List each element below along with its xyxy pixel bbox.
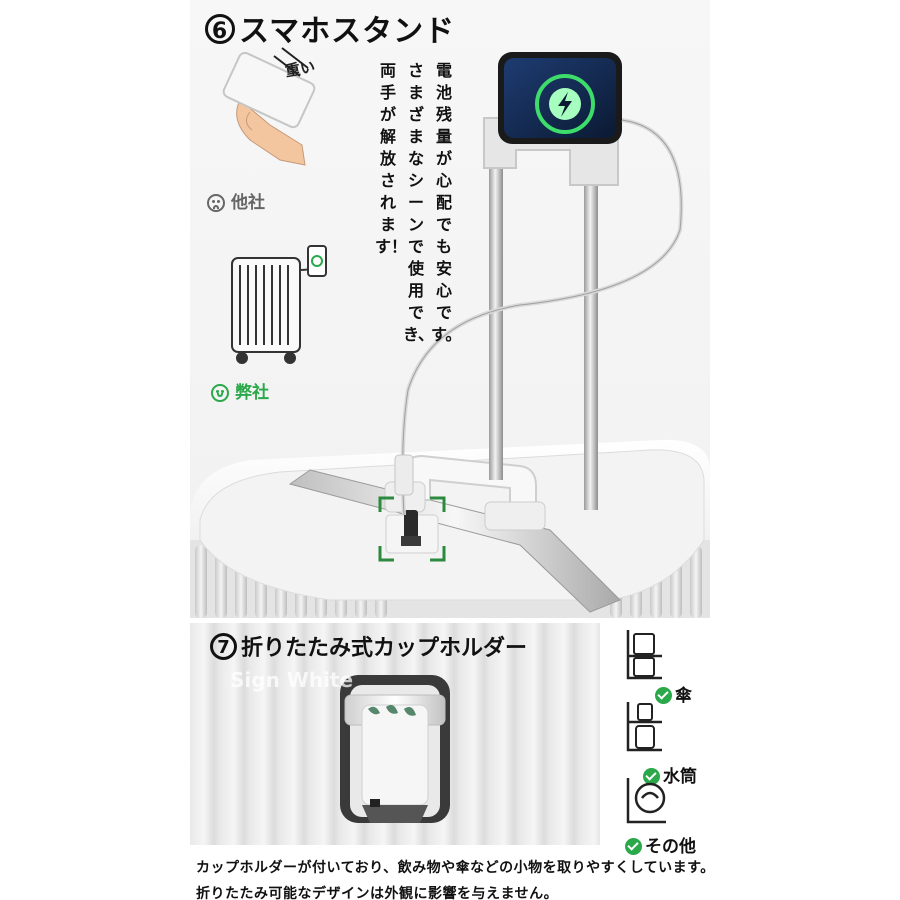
happy-face-icon [211, 384, 229, 402]
use-umbrella: 傘 [655, 681, 692, 706]
check-icon [655, 687, 672, 704]
towel-icon [626, 778, 666, 824]
description-line-1: 電池残量が心配でも安心です。 [431, 61, 462, 344]
use-other: その他 [625, 832, 696, 857]
cup-holder-illustration [340, 675, 450, 823]
hand-powerbank-illustration [222, 51, 316, 166]
wireless-charging-icon [558, 92, 572, 117]
check-icon [643, 768, 660, 785]
phone-stand-section [190, 0, 710, 618]
sad-face-icon [207, 194, 225, 212]
section-title-text: 折りたたみ式カップホルダー [241, 636, 528, 661]
use-bottle-label: 水筒 [663, 767, 697, 787]
use-umbrella-label: 傘 [675, 686, 692, 706]
phone-stand-illustration [190, 47, 710, 618]
bottle-icon [626, 702, 662, 752]
section-title-text: スマホスタンド [239, 14, 456, 49]
mini-suitcase-illustration [231, 245, 327, 364]
cup-holder-caption: カップホルダーが付いており、飲み物や傘などの小物を取りやすくしています。折りたた… [196, 860, 715, 900]
check-icon [625, 838, 642, 855]
our-company-label-text: 弊社 [235, 383, 269, 403]
usb-port [385, 510, 439, 554]
use-bottle: 水筒 [643, 762, 697, 787]
section-number: 7 [210, 633, 237, 660]
smartphone [498, 52, 622, 144]
our-company-label: 弊社 [211, 378, 269, 403]
focus-frame [378, 496, 446, 562]
use-other-label: その他 [645, 837, 696, 857]
umbrella-icon [626, 630, 662, 680]
brand-watermark: Sign White [230, 668, 354, 692]
description-line-2: さまざまなシーンで使用でき、 [403, 61, 434, 344]
competitor-label-text: 他社 [231, 193, 265, 213]
description-line-3: 両手が解放されます！ [375, 61, 408, 256]
weight-arrows [273, 47, 309, 77]
section-number: 6 [205, 14, 235, 44]
cup-holder-section [190, 623, 600, 845]
competitor-label: 他社 [207, 188, 265, 213]
